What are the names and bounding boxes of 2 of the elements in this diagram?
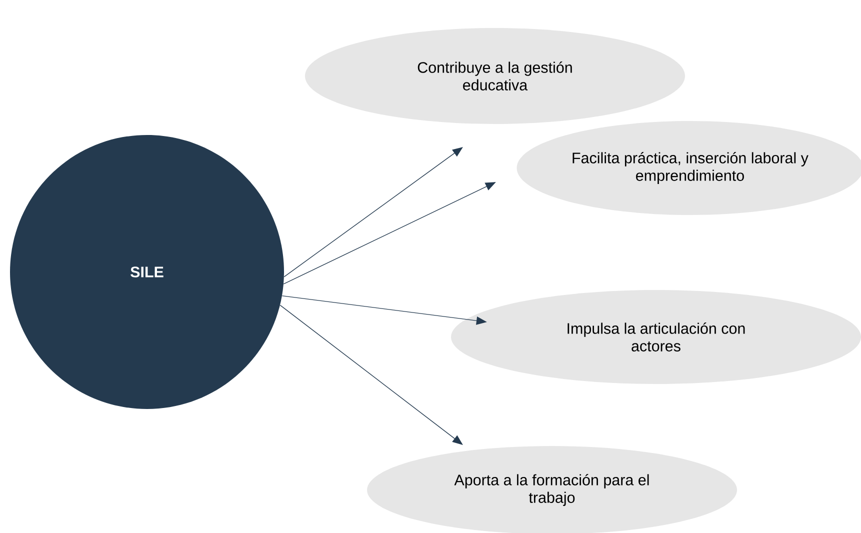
arrow	[280, 304, 463, 445]
arrow	[284, 147, 463, 278]
